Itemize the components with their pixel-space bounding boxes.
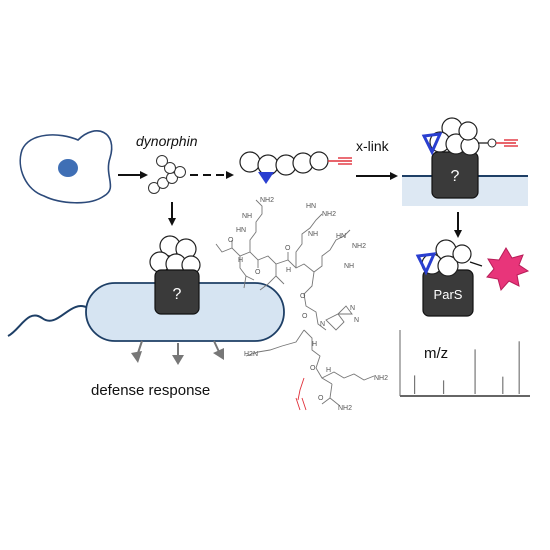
- host-cell: [19, 130, 113, 204]
- svg-text:HN: HN: [236, 227, 246, 234]
- membrane-target: ?: [402, 117, 528, 206]
- svg-text:NH2: NH2: [322, 211, 336, 218]
- chem-atom-labels: NH2 NH HN NH2 NH HN NH2 NH HN H2N NH2 NH…: [228, 197, 388, 412]
- label-dynorphin: dynorphin: [136, 133, 198, 149]
- receptor-unknown-bacterial: ?: [149, 235, 201, 315]
- diazirine-crosslink: [421, 132, 443, 156]
- label-xlink: x-link: [356, 138, 390, 154]
- svg-text:NH2: NH2: [352, 243, 366, 250]
- peptide-bead: [148, 182, 160, 194]
- svg-text:NH2: NH2: [338, 405, 352, 412]
- spectrum-peaks: [414, 341, 520, 394]
- svg-text:NH: NH: [308, 231, 318, 238]
- spectrum-label-mz: m/z: [424, 345, 448, 362]
- svg-text:NH: NH: [242, 213, 252, 220]
- peptide-bead: [174, 166, 186, 178]
- bound-peptide-bead: [437, 255, 459, 277]
- svg-text:O: O: [302, 313, 308, 320]
- svg-text:NH2: NH2: [260, 197, 274, 204]
- receptor-question: ?: [451, 168, 460, 185]
- label-defense-response: defense response: [91, 382, 210, 399]
- svg-text:HN: HN: [306, 203, 316, 210]
- svg-text:O: O: [285, 245, 291, 252]
- receptor-question: ?: [173, 286, 182, 303]
- pars-complex: ParS: [415, 239, 530, 317]
- bacterium: [7, 282, 285, 365]
- svg-text:H: H: [326, 367, 331, 374]
- svg-text:H: H: [286, 267, 291, 274]
- diazirine-tag: [258, 172, 274, 184]
- svg-text:O: O: [255, 269, 261, 276]
- svg-text:NH2: NH2: [374, 375, 388, 382]
- bound-peptide-bead: [452, 244, 472, 264]
- flagellum: [7, 305, 89, 337]
- svg-text:N: N: [354, 317, 359, 324]
- receptor-box: [154, 269, 200, 315]
- probe-bead: [239, 151, 261, 173]
- peptide-bead: [156, 155, 168, 167]
- svg-text:O: O: [228, 237, 234, 244]
- cell-nucleus: [58, 159, 78, 177]
- probe-bead: [309, 151, 329, 171]
- svg-text:O: O: [310, 365, 316, 372]
- svg-text:O: O: [300, 293, 306, 300]
- svg-text:H: H: [238, 257, 243, 264]
- svg-text:HN: HN: [336, 233, 346, 240]
- dynorphin-peptide: [148, 155, 186, 194]
- svg-text:N: N: [350, 305, 355, 312]
- linker: [469, 261, 483, 267]
- fluorophore-star: [486, 247, 530, 292]
- mass-spectrum: m/z: [399, 330, 530, 397]
- chemical-structure: [215, 199, 375, 411]
- peptide-bead: [157, 177, 169, 189]
- svg-text:H: H: [312, 341, 317, 348]
- svg-text:NH: NH: [344, 263, 354, 270]
- linker-node: [487, 138, 497, 148]
- svg-text:O: O: [318, 395, 324, 402]
- diazirine-crosslink: [415, 252, 437, 276]
- svg-text:H2N: H2N: [244, 351, 258, 358]
- pars-label: ParS: [434, 287, 463, 302]
- photoprobe: [239, 151, 352, 184]
- bound-peptide-bead: [458, 121, 478, 141]
- svg-text:N: N: [320, 321, 325, 328]
- peptide-bead: [164, 162, 176, 174]
